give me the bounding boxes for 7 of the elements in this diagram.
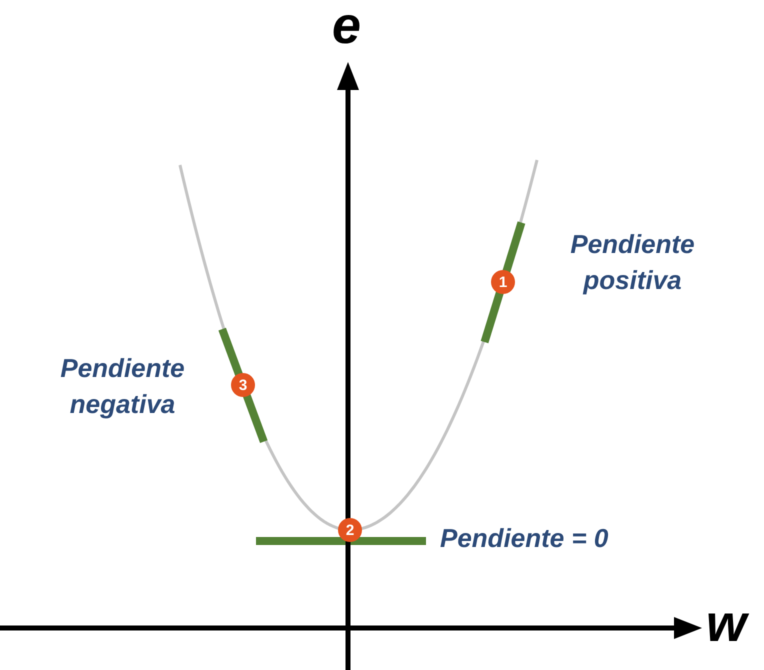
number-marker: 1	[491, 270, 515, 294]
number-marker: 3	[231, 373, 255, 398]
axis-label: e	[332, 0, 361, 52]
number-marker: 2	[338, 518, 362, 542]
slope-label: Pendiente negativa	[59, 352, 186, 421]
slope-label: Pendiente positiva	[569, 228, 696, 297]
slope-label: Pendiente = 0	[440, 522, 610, 555]
